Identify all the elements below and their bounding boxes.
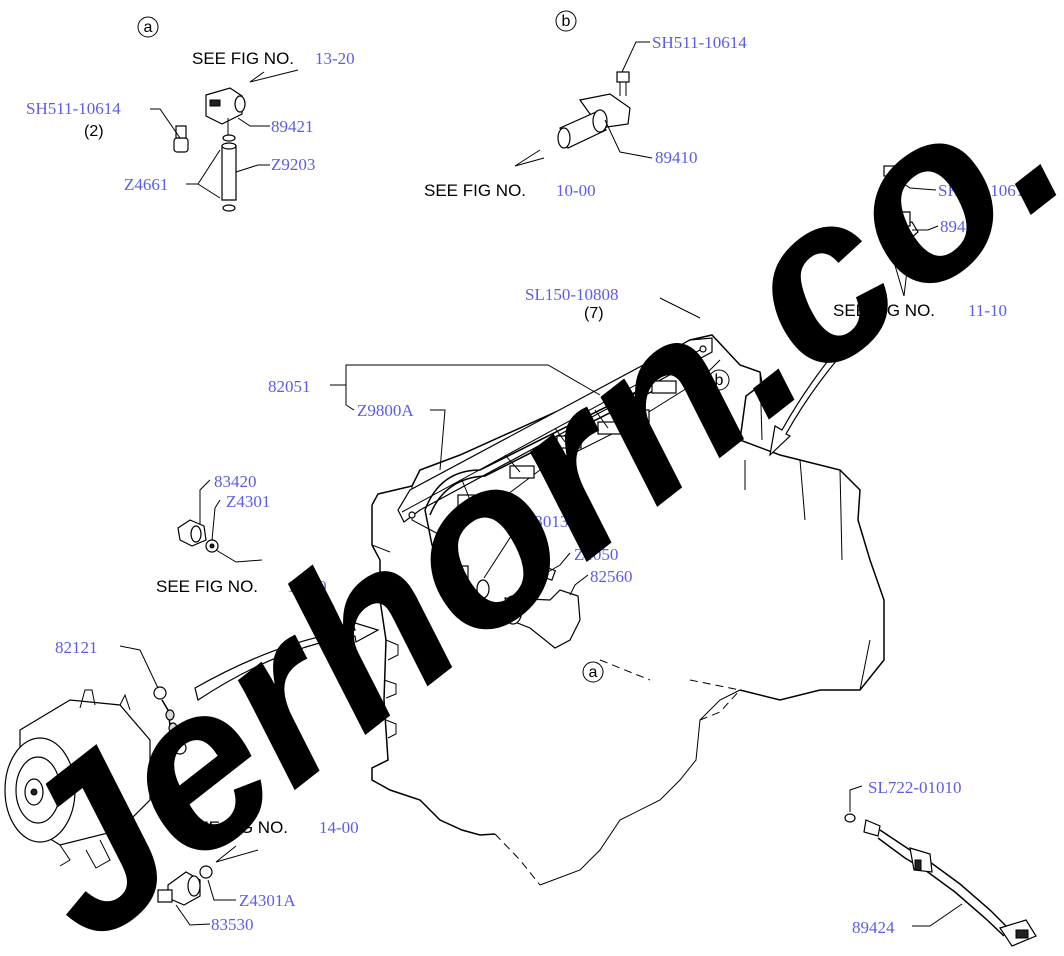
sensor-89410-drawing: [557, 71, 631, 149]
part-label-82560[interactable]: 82560: [590, 567, 633, 586]
direction-arrows: [194, 333, 857, 701]
wiring-harness-drawing: [424, 380, 677, 579]
part-label-83530[interactable]: 83530: [211, 915, 254, 934]
part-label-89421[interactable]: 89421: [271, 117, 314, 136]
leader-lines: [119, 41, 963, 927]
fig-ref-13-20[interactable]: 13-20: [315, 49, 355, 68]
harness-bracket: [397, 337, 713, 523]
part-label-89424[interactable]: 89424: [852, 918, 895, 937]
part-label-z4301[interactable]: Z4301: [226, 492, 270, 511]
watermark: Jerhorn.co.: [0, 15, 1064, 956]
part-label-89410[interactable]: 89410: [655, 148, 698, 167]
svg-text:SEE FIG NO.: SEE FIG NO.: [192, 49, 294, 68]
callout-a-top: a: [137, 16, 159, 38]
svg-text:SEE FIG NO.: SEE FIG NO.: [186, 818, 288, 837]
callout-a-engine: a: [582, 661, 604, 683]
part-label-z1050[interactable]: Z1050: [574, 545, 618, 564]
part-label-z9203[interactable]: Z9203: [271, 155, 315, 174]
svg-text:b: b: [562, 13, 571, 30]
part-label-z4661[interactable]: Z4661: [124, 175, 168, 194]
part-label-82051[interactable]: 82051: [268, 377, 311, 396]
note-see-fig-11-10: SEE FIG NO. 11-10: [833, 301, 1007, 320]
svg-text:a: a: [144, 19, 153, 36]
part-label-sl722-01010[interactable]: SL722-01010: [868, 778, 962, 797]
sensor-82560-drawing: [476, 565, 581, 649]
fig-ref-11-10[interactable]: 11-10: [968, 301, 1007, 320]
fig-ref-16-00[interactable]: 16-00: [287, 577, 327, 596]
sensor-89424-drawing: [844, 813, 1037, 947]
callout-b-top: b: [555, 10, 577, 32]
part-label-z9800a[interactable]: Z9800A: [357, 401, 414, 420]
svg-text:SEE FIG NO.: SEE FIG NO.: [156, 577, 258, 596]
fig-ref-14-00[interactable]: 14-00: [319, 818, 359, 837]
sensor-83530-drawing: [157, 865, 213, 906]
fig-ref-10-00[interactable]: 10-00: [556, 181, 596, 200]
part-label-sh511-10614-c[interactable]: SH511-10614: [938, 181, 1033, 200]
sensor-89411-drawing: [883, 165, 919, 259]
note-see-fig-10-00: SEE FIG NO. 10-00: [424, 181, 596, 200]
sensor-89421-drawing: [173, 87, 246, 212]
qty-sl150: (7): [584, 305, 604, 322]
svg-text:SEE FIG NO.: SEE FIG NO.: [833, 301, 935, 320]
engine-block-drawing: [371, 334, 885, 886]
callout-b-engine: b: [708, 369, 730, 391]
note-see-fig-14-00: SEE FIG NO. 14-00: [186, 818, 359, 837]
sensor-83420-drawing: [177, 519, 219, 553]
note-see-fig-16-00: SEE FIG NO. 16-00: [156, 577, 327, 596]
part-label-z3013[interactable]: Z3013: [524, 512, 568, 531]
svg-text:SEE FIG NO.: SEE FIG NO.: [424, 181, 526, 200]
part-label-89411[interactable]: 89411: [940, 217, 982, 236]
svg-text:b: b: [715, 372, 724, 389]
part-label-sl150-10808[interactable]: SL150-10808: [525, 285, 619, 304]
part-label-82121[interactable]: 82121: [55, 638, 98, 657]
part-label-sh511-10614-b[interactable]: SH511-10614: [652, 33, 747, 52]
part-label-sh511-10614-a[interactable]: SH511-10614: [26, 99, 121, 118]
svg-text:a: a: [589, 664, 598, 681]
alternator-drawing: [4, 686, 187, 869]
part-label-z4301a[interactable]: Z4301A: [239, 891, 296, 910]
qty-sh511-a: (2): [84, 123, 104, 140]
note-see-fig-13-20: SEE FIG NO. 13-20: [192, 49, 355, 68]
part-label-83420[interactable]: 83420: [214, 472, 257, 491]
